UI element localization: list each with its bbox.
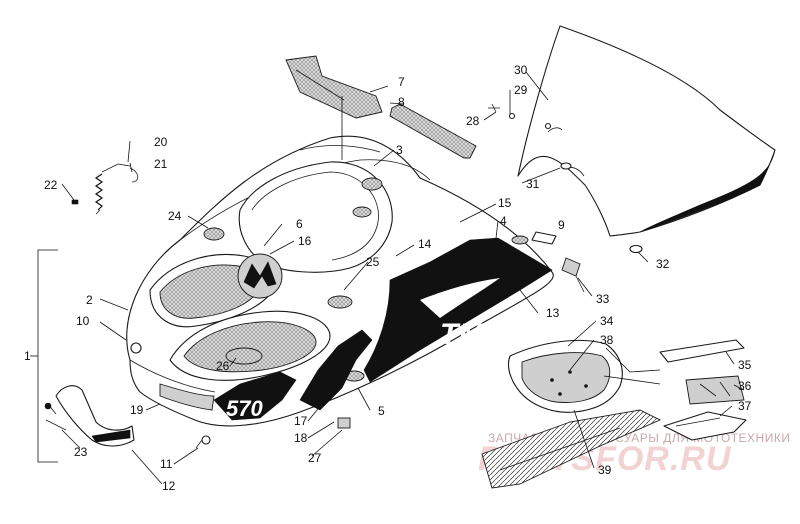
callout-15: 15 [498,196,512,210]
callout-28: 28 [466,114,480,128]
belly-pan [481,409,662,489]
callout-22: 22 [44,178,58,192]
callout-7: 7 [398,75,405,89]
callout-10: 10 [76,314,90,328]
callout-23: 23 [74,445,88,459]
callout-25: 25 [366,255,380,269]
callout-19: 19 [130,403,144,417]
callout-4: 4 [500,214,507,228]
callout-35: 35 [738,358,752,372]
callout-17: 17 [294,414,308,428]
callout-8: 8 [398,95,405,109]
group-bracket-1 [30,249,58,463]
small-parts-front [195,417,351,449]
callout-14: 14 [418,237,432,251]
windshield-hardware [488,103,643,254]
tm-decal: ТМ [440,318,485,351]
callout-33: 33 [596,292,610,306]
callout-13: 13 [546,306,560,320]
callout-5: 5 [378,404,385,418]
callout-20: 20 [154,135,168,149]
windshield [517,25,776,237]
callout-1: 1 [24,349,31,363]
callout-29: 29 [514,83,528,97]
callout-32: 32 [656,257,670,271]
callout-36: 36 [738,379,752,393]
callout-9: 9 [558,218,565,232]
callout-27: 27 [308,451,322,465]
callout-labels: 1 2 3 4 5 6 7 8 9 10 11 12 13 14 15 16 1… [24,63,752,493]
callout-30: 30 [514,63,528,77]
callout-18: 18 [294,431,308,445]
callout-31: 31 [526,177,540,191]
spring-assembly [71,163,139,215]
callout-39: 39 [598,463,612,477]
callout-6: 6 [296,217,303,231]
callout-11: 11 [160,457,173,471]
foam-pieces [659,339,747,441]
callout-2: 2 [86,293,93,307]
model-number-decal: 570 [226,396,263,421]
callout-26: 26 [216,359,230,373]
vent-grille-8 [389,103,477,159]
callout-38: 38 [600,333,614,347]
hood-body [126,135,554,427]
callout-12: 12 [162,479,176,493]
callout-34: 34 [600,314,614,328]
vent-grille-7 [285,55,383,119]
callout-16: 16 [298,234,312,248]
small-parts-right [531,231,585,293]
side-decal: 570 ТМ [213,237,553,421]
callout-24: 24 [168,209,182,223]
leader-lines [61,71,745,485]
callout-21: 21 [154,157,168,171]
hood-liner [507,339,623,413]
callout-37: 37 [738,399,752,413]
callout-3: 3 [396,143,403,157]
front-handle [44,385,135,447]
